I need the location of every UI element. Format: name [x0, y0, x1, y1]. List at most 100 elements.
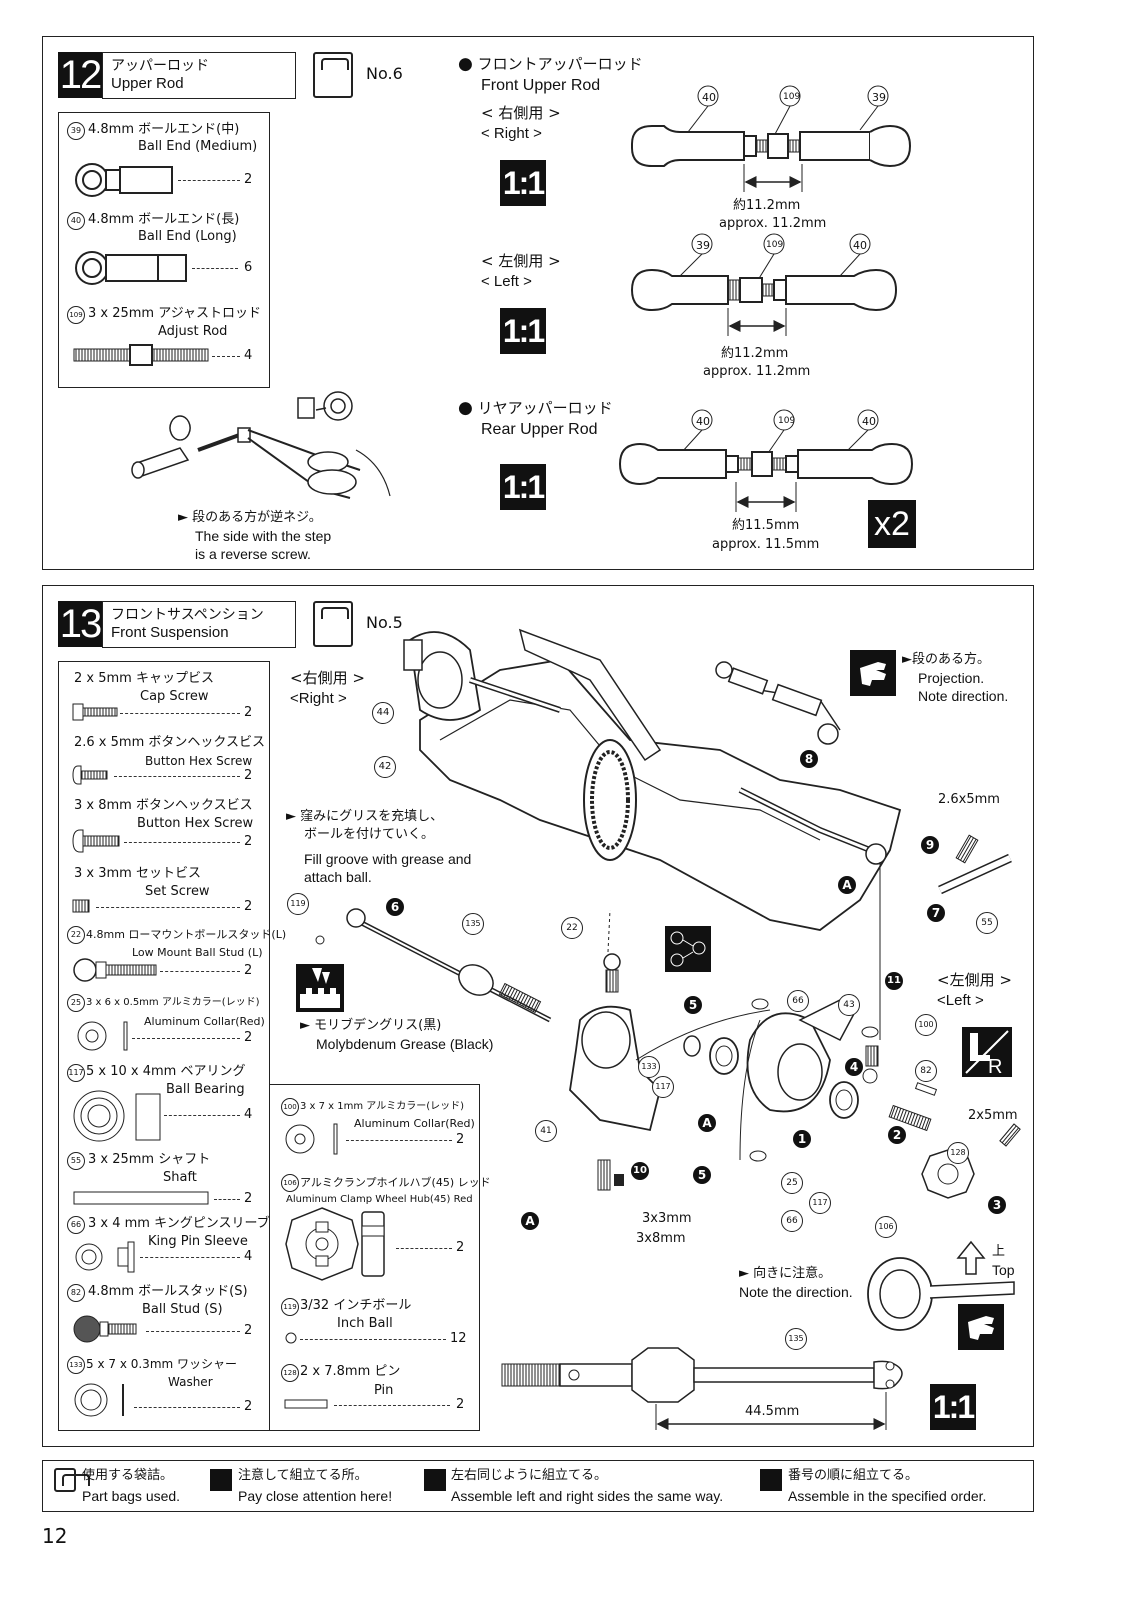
rod-label: 109 [766, 240, 784, 250]
step13-parts-list [58, 661, 270, 1431]
step-badge-11: 11 [885, 972, 903, 990]
bearing-name-en: Ball Bearing [166, 1082, 245, 1097]
projection-note-en2: Note direction. [918, 688, 1009, 704]
rod-label: 109 [778, 416, 796, 426]
legend-caution-jp: 注意して組立てる所。 [238, 1468, 368, 1483]
leader-line [132, 1038, 240, 1039]
shaft-qty: 2 [244, 1191, 253, 1206]
collar-100-qty: 2 [456, 1132, 465, 1147]
step12-title-en: Upper Rod [111, 75, 184, 92]
king-pin-sleeve-icon [75, 1241, 135, 1273]
step-badge-5a: 5 [684, 996, 702, 1014]
step13-bag-number: No.5 [366, 613, 403, 632]
king-pin-sleeve-name-jp: 3 x 4 mm キングピンスリーブ [88, 1216, 270, 1231]
part-label-55: 55 [976, 912, 998, 934]
button-hex-3x8-qty: 2 [244, 834, 253, 849]
part-109-name-en: Adjust Rod [158, 324, 228, 339]
left-dim-en: approx. 11.2mm [703, 364, 811, 379]
leader-line [140, 1257, 240, 1258]
right-label-en: < Right > [481, 125, 542, 142]
step13-title: フロントサスペンション Front Suspension [102, 601, 296, 648]
wheel-hub-qty: 2 [456, 1240, 465, 1255]
ball-stud-l-name-en: Low Mount Ball Stud (L) [132, 946, 263, 959]
step13-parts-list-extra [270, 1084, 480, 1431]
button-hex-26-name-jp: 2.6 x 5mm ボタンヘックスビス [74, 735, 265, 750]
wheel-hub-name-jp: アルミクランプホイルハブ(45) レッド [300, 1176, 491, 1189]
pin-icon [284, 1399, 328, 1409]
washer-qty: 2 [244, 1399, 253, 1414]
rear-upper-rod-heading-jp: ● リヤアッパーロッド [458, 398, 613, 418]
set-screw-name-en: Set Screw [145, 884, 210, 899]
part-40-name-en: Ball End (Long) [138, 229, 237, 244]
cap-screw-icon [72, 703, 118, 721]
s13-left-label-en: <Left > [937, 992, 984, 1009]
pliers-assembly-illustration [131, 391, 391, 499]
step-badge-a1: A [838, 876, 856, 894]
shaft-name-en: Shaft [163, 1170, 197, 1185]
drive-shaft-dim: 44.5mm [745, 1404, 800, 1419]
bearing-name-jp: 5 x 10 x 4mm ベアリング [86, 1064, 246, 1079]
leader-line [134, 1407, 240, 1408]
inch-ball-name-jp: 3/32 インチボール [300, 1298, 412, 1313]
step-badge-1: 1 [793, 1130, 811, 1148]
ball-stud-s-qty: 2 [244, 1323, 253, 1338]
scale-1-1-icon: 1:1 [500, 160, 546, 206]
grease-note-en2: attach ball. [304, 869, 372, 885]
front-upper-rod-heading-en: Front Upper Rod [481, 77, 601, 94]
button-hex-26-qty: 2 [244, 768, 253, 783]
s13-right-label-jp: <右側用 > [290, 669, 365, 687]
legend-order-en: Assemble in the specified order. [788, 1488, 987, 1504]
king-pin-sleeve-qty: 4 [244, 1249, 253, 1264]
rear-dim-jp: 約11.5mm [732, 518, 800, 533]
leader-line [346, 1140, 452, 1141]
legend-lr-en: Assemble left and right sides the same w… [451, 1488, 724, 1504]
part-number-badge: 119 [281, 1298, 299, 1316]
top-label-jp: 上 [992, 1244, 1006, 1259]
up-arrow-icon [956, 1240, 986, 1275]
collar-25-name-en: Aluminum Collar(Red) [144, 1015, 265, 1028]
inch-ball-name-en: Inch Ball [337, 1316, 393, 1331]
left-label-en: < Left > [481, 273, 532, 290]
leader-line [212, 356, 240, 357]
step12-frame [42, 36, 1034, 570]
pin-qty: 2 [456, 1397, 465, 1412]
front-dim-en: approx. 11.2mm [719, 216, 827, 231]
collar-100-name-en: Aluminum Collar(Red) [354, 1117, 475, 1130]
step13-title-jp: フロントサスペンション [111, 607, 264, 623]
step13-number: 13 [58, 601, 102, 647]
part-number-badge: 133 [67, 1356, 85, 1374]
part-109-name-jp: 3 x 25mm アジャストロッド [88, 306, 262, 321]
grease-note-jp1: ► 窪みにグリスを充填し、 [286, 809, 444, 824]
ball-bearing-icon [73, 1090, 161, 1142]
part-label-106: 106 [875, 1216, 897, 1238]
moly-grease-en: Molybdenum Grease (Black) [316, 1036, 494, 1052]
reverse-thread-note-en1: The side with the step [195, 528, 332, 544]
left-right-icon [424, 1469, 446, 1491]
caution-hand-icon [958, 1304, 1004, 1350]
part-40-qty: 6 [244, 260, 253, 275]
wheel-hub-name-en: Aluminum Clamp Wheel Hub(45) Red [286, 1194, 473, 1205]
part-label-117b: 117 [809, 1192, 831, 1214]
step13-title-en: Front Suspension [111, 624, 229, 641]
cap-screw-name-en: Cap Screw [140, 689, 209, 704]
front-dim-jp: 約11.2mm [733, 198, 801, 213]
leader-line [96, 907, 240, 908]
screw-26x5-label: 2.6x5mm [938, 792, 1000, 807]
ball-stud-l-name-jp: 4.8mm ローマウントボールスタッド(L) [86, 928, 287, 941]
part-39-name-en: Ball End (Medium) [138, 139, 258, 154]
rod-label: 40 [862, 415, 876, 428]
leader-line [178, 180, 240, 181]
order-icon [760, 1469, 782, 1491]
part-109-qty: 4 [244, 348, 253, 363]
cap-screw-qty: 2 [244, 705, 253, 720]
step-badge-8: 8 [800, 750, 818, 768]
hub-carrier-direction-illustration [867, 1257, 1015, 1331]
collar-25-qty: 2 [244, 1030, 253, 1045]
projection-note-jp: ►段のある方。 [902, 652, 991, 667]
rod-label: 40 [696, 415, 710, 428]
washer-name-jp: 5 x 7 x 0.3mm ワッシャー [86, 1357, 238, 1371]
reverse-thread-note-jp: ► 段のある方が逆ネジ。 [178, 510, 322, 525]
step12-bag-number: No.6 [366, 64, 403, 83]
part-number-badge: 40 [67, 212, 85, 230]
scale-1-1-icon: 1:1 [930, 1384, 976, 1430]
